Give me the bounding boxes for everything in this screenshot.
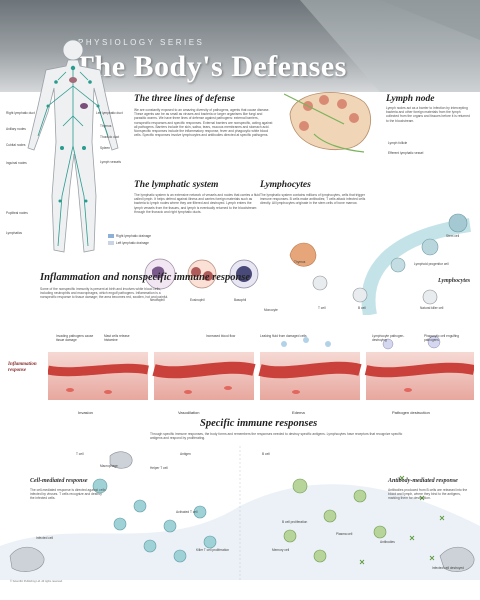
lymph-node-illustration bbox=[284, 92, 371, 153]
lymphocytes-label: T cell bbox=[318, 306, 326, 310]
poster-title: The Body's Defenses bbox=[74, 50, 347, 83]
lymph-node-heading: Lymph node bbox=[386, 94, 435, 104]
figure-label-left: Axillary nodes bbox=[6, 127, 26, 131]
specific-label: Infected cell destroyed bbox=[432, 566, 464, 570]
inflammation-callout: Leaking fluid from damaged cells bbox=[260, 334, 307, 338]
header-decor bbox=[300, 0, 480, 92]
lymphatic-system-text: The lymphatic system is an extensive net… bbox=[134, 193, 260, 214]
lymphocyte-differentiation-diagram bbox=[289, 213, 471, 315]
inflammation-callout: Lymphocyte pathogen-destroying bbox=[372, 334, 405, 342]
inflammation-callout: Increased blood flow bbox=[206, 334, 236, 338]
inflammation-step: Pathogen destruction bbox=[392, 410, 430, 415]
antibody-mediated-heading: Antibody-mediated response bbox=[388, 478, 458, 484]
cell-mediated-text: The cell-mediated response is directed a… bbox=[30, 488, 106, 501]
specific-label: Plasma cell bbox=[336, 532, 353, 536]
figure-label-right: Thymus bbox=[100, 124, 112, 128]
inflammation-callout: Phagocytic cell engulfing pathogens bbox=[424, 334, 460, 342]
specific-label: Macrophage bbox=[100, 464, 118, 468]
specific-label: B cell proliferation bbox=[282, 520, 308, 524]
inflammation-callout: Mast cells release histamine bbox=[104, 334, 130, 342]
specific-label: B cell bbox=[262, 452, 270, 456]
inflammation-side-label: Inflammation response bbox=[8, 362, 37, 373]
lymphocytes-label: Lymphoid progenitor cell bbox=[414, 262, 449, 266]
figure-label-left: Inguinal nodes bbox=[6, 161, 27, 165]
wbc-label: Neutrophil bbox=[150, 298, 165, 302]
lymph-node-text: Lymph nodes act as a barrier to infectio… bbox=[386, 106, 470, 123]
specific-heading: Specific immune responses bbox=[200, 418, 318, 429]
figure-label-left: Cubital nodes bbox=[6, 143, 26, 147]
wbc-label: Monocyte bbox=[264, 308, 278, 312]
white-blood-cells-row bbox=[144, 258, 259, 290]
specific-label: Antigen bbox=[180, 452, 191, 456]
legend-label: Left lymphatic drainage bbox=[116, 241, 149, 245]
legend-swatch-left bbox=[108, 241, 114, 245]
lymphatic-system-heading: The lymphatic system bbox=[134, 180, 219, 190]
figure-label-left: Popliteal nodes bbox=[6, 211, 28, 215]
specific-label: Antibodies bbox=[380, 540, 395, 544]
figure-label-right: Thoracic duct bbox=[100, 135, 120, 139]
inflammation-step: Edema bbox=[292, 410, 305, 415]
inflammation-step: Vasodilation bbox=[178, 410, 200, 415]
antibody-mediated-text: Antibodies produced from B cells are rel… bbox=[388, 488, 468, 501]
specific-text: Through specific immune responses, the b… bbox=[150, 432, 403, 441]
inflammation-step: Invasion bbox=[78, 410, 93, 415]
figure-label-right: Lymph vessels bbox=[100, 160, 121, 164]
legend-label: Right lymphatic drainage bbox=[116, 234, 152, 238]
wbc-label: Eosinophil bbox=[190, 298, 205, 302]
specific-label: Activated T cell bbox=[176, 510, 198, 514]
lymphocytes-label: Stem cell bbox=[446, 234, 460, 238]
human-lymphatic-figure bbox=[27, 39, 119, 253]
three-lines-heading: The three lines of defense bbox=[134, 94, 235, 104]
lymphocytes-label: Natural killer cell bbox=[420, 306, 444, 310]
legend-swatch-right bbox=[108, 234, 114, 238]
lymphocytes-label: Thymus bbox=[294, 260, 306, 264]
inflammation-panels bbox=[48, 335, 474, 400]
lymphocytes-label: B cell bbox=[358, 306, 366, 310]
series-label: PHYSIOLOGY SERIES bbox=[78, 38, 205, 47]
figure-label-left: Right lymphatic duct bbox=[6, 111, 35, 115]
lymph-node-label: Efferent lymphatic vessel bbox=[388, 151, 424, 155]
lymphocytes-heading: Lymphocytes bbox=[260, 180, 311, 190]
specific-label: Helper T cell bbox=[150, 466, 168, 470]
figure-label-right: Spleen bbox=[100, 146, 110, 150]
specific-label: T cell bbox=[76, 452, 84, 456]
specific-label: Killer T cell proliferation bbox=[196, 548, 230, 552]
figure-label-right: Left lymphatic duct bbox=[96, 111, 123, 115]
drainage-legend: Right lymphatic drainage Left lymphatic … bbox=[108, 234, 151, 245]
lymphocytes-text: The lymphatic system contains millions o… bbox=[260, 193, 366, 206]
figure-label-left: Lymphatics bbox=[6, 231, 23, 235]
inflammation-text: Some of the nonspecific immunity is pres… bbox=[40, 287, 169, 300]
inflammation-callout: Invading pathogens cause tissue damage bbox=[56, 334, 94, 342]
wbc-label: Basophil bbox=[234, 298, 247, 302]
specific-label: Memory cell bbox=[272, 548, 290, 552]
specific-label: Infected cell bbox=[36, 536, 54, 540]
lymph-node-label: Lymph follicle bbox=[388, 141, 408, 145]
three-lines-text: We are constantly exposed to an amazing … bbox=[134, 108, 273, 138]
credit-line: © Scientific Publishing Ltd. All rights … bbox=[10, 580, 63, 583]
cell-mediated-heading: Cell-mediated response bbox=[30, 478, 88, 484]
lymphocytes-sublabel: Lymphocytes bbox=[438, 278, 471, 284]
inflammation-heading: Inflammation and nonspecific immune resp… bbox=[40, 272, 251, 283]
specific-response-diagram bbox=[0, 446, 480, 580]
